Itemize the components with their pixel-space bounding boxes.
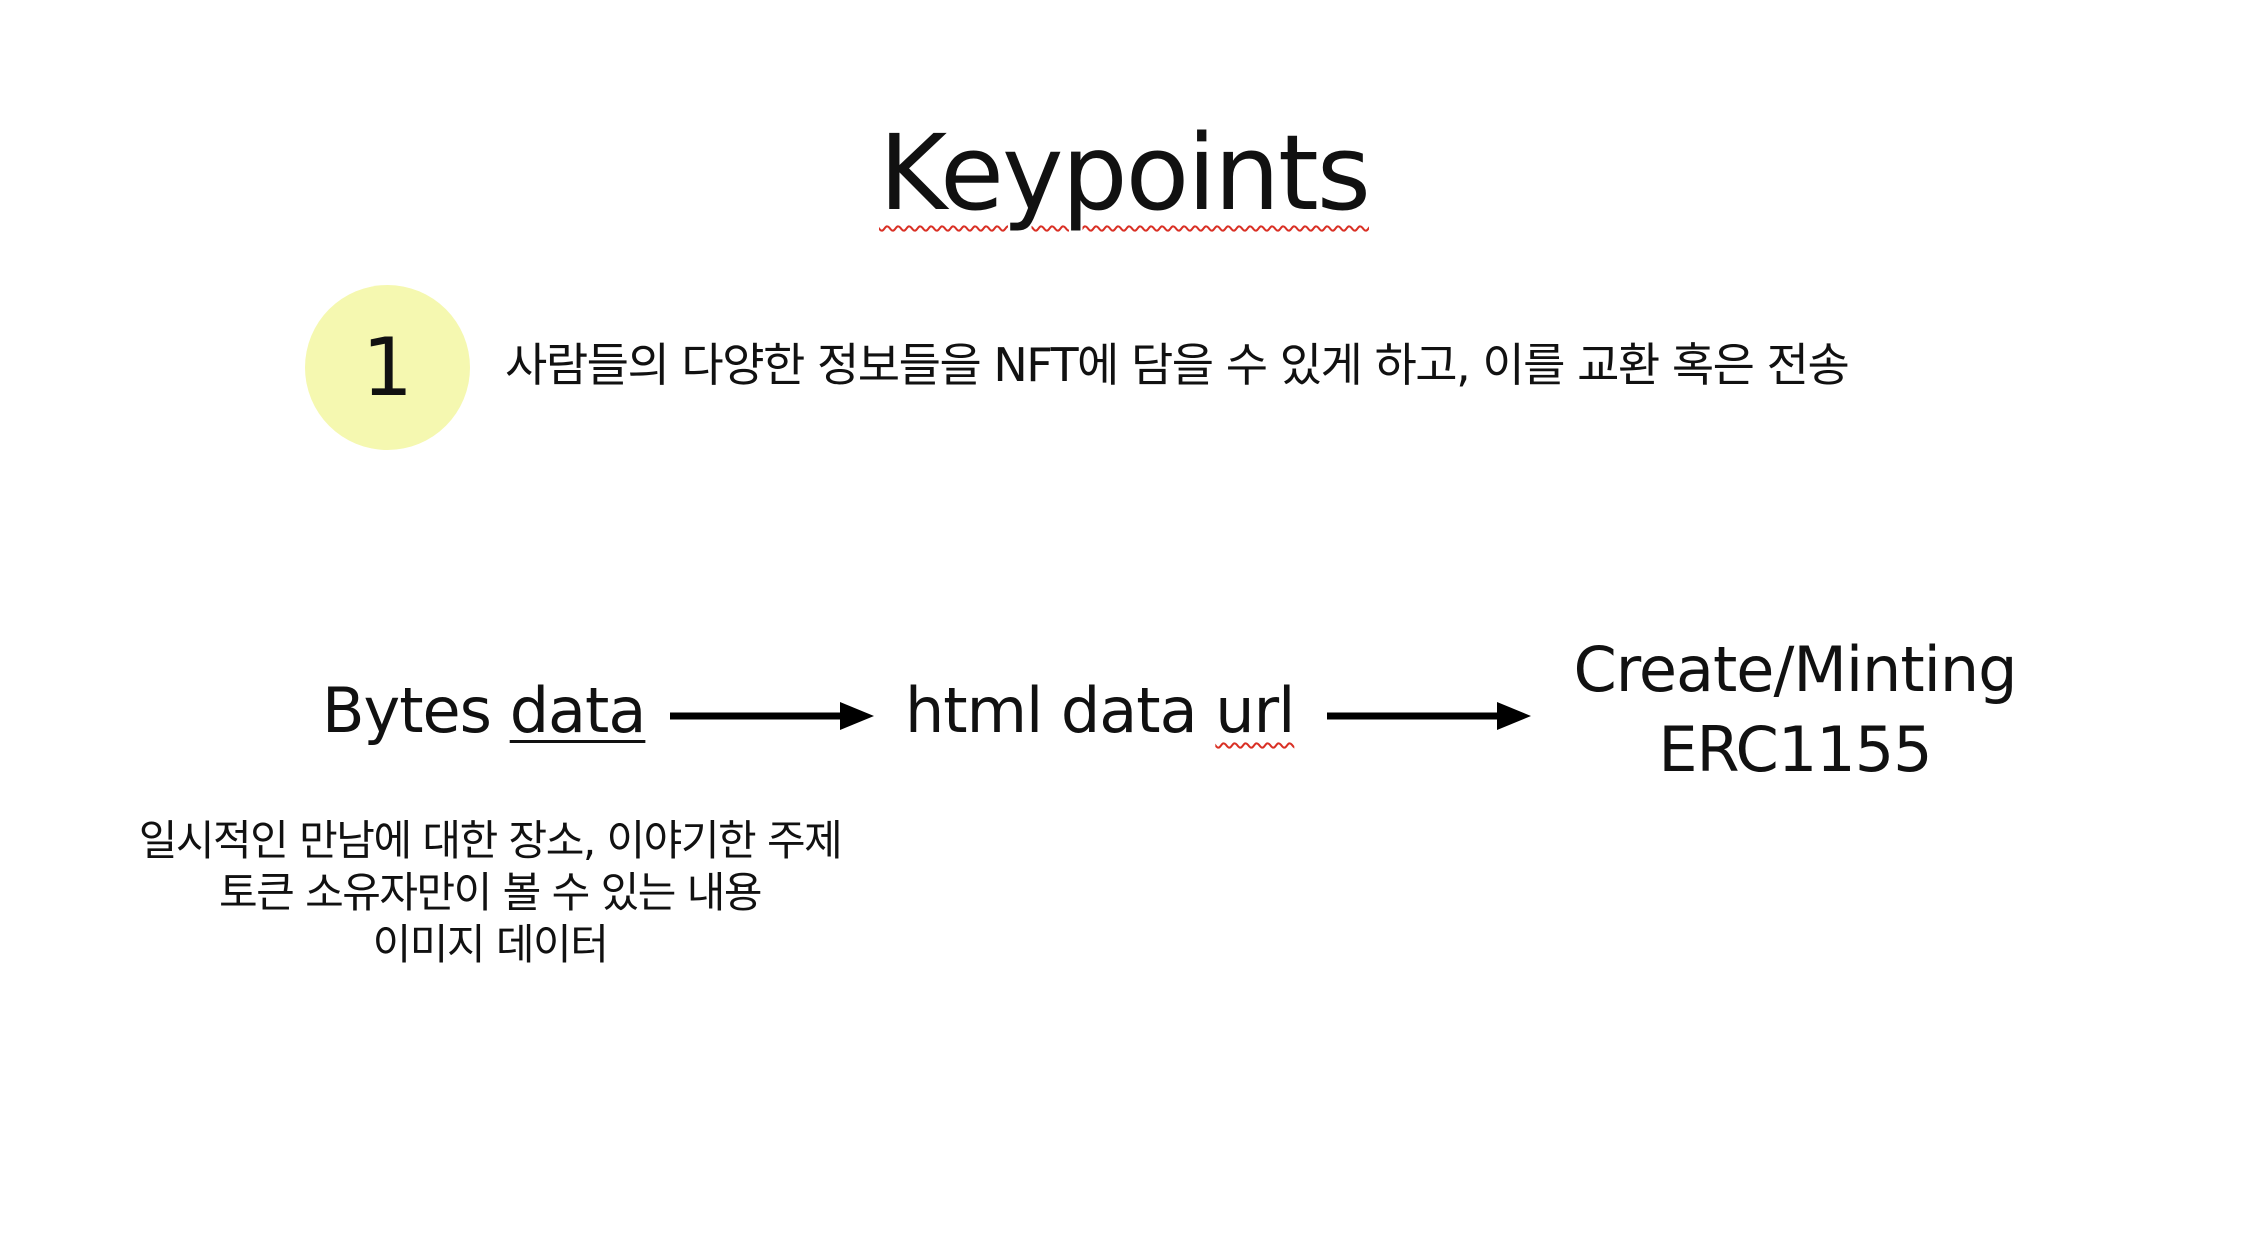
note-line: 토큰 소유자만이 볼 수 있는 내용 [218,868,763,917]
slide-title-text: Keypoints [879,112,1371,234]
flow-step-bytes-data: Bytes data [322,672,647,750]
note-line: 이미지 데이터 [372,920,609,969]
bytes-data-notes: 일시적인 만남에 대한 장소, 이야기한 주제 토큰 소유자만이 볼 수 있는 … [120,815,860,971]
flow-step-create-minting-line2: ERC1155 [1658,713,1932,786]
right-arrow-icon [1327,702,1531,730]
keypoint-number-badge: 1 [305,285,470,450]
flow-step-create-minting: Create/Minting ERC1155 [1545,630,2045,790]
note-line: 일시적인 만남에 대한 장소, 이야기한 주제 [138,816,843,865]
flow-step-url-label: url [1215,674,1295,747]
keypoint-description: 사람들의 다양한 정보들을 NFT에 담을 수 있게 하고, 이를 교환 혹은 … [505,338,1850,392]
flow-step-html-data-url: html data url [905,672,1295,750]
right-arrow-icon [670,702,874,730]
flow-step-create-minting-line1: Create/Minting [1573,633,2017,706]
flow-step-html-data-label: html data [905,674,1216,747]
flow-step-bytes-label: Bytes [322,674,510,747]
flow-step-data-underlined: data [509,674,647,747]
slide-title: Keypoints [0,108,2248,238]
keypoint-number: 1 [362,320,413,414]
